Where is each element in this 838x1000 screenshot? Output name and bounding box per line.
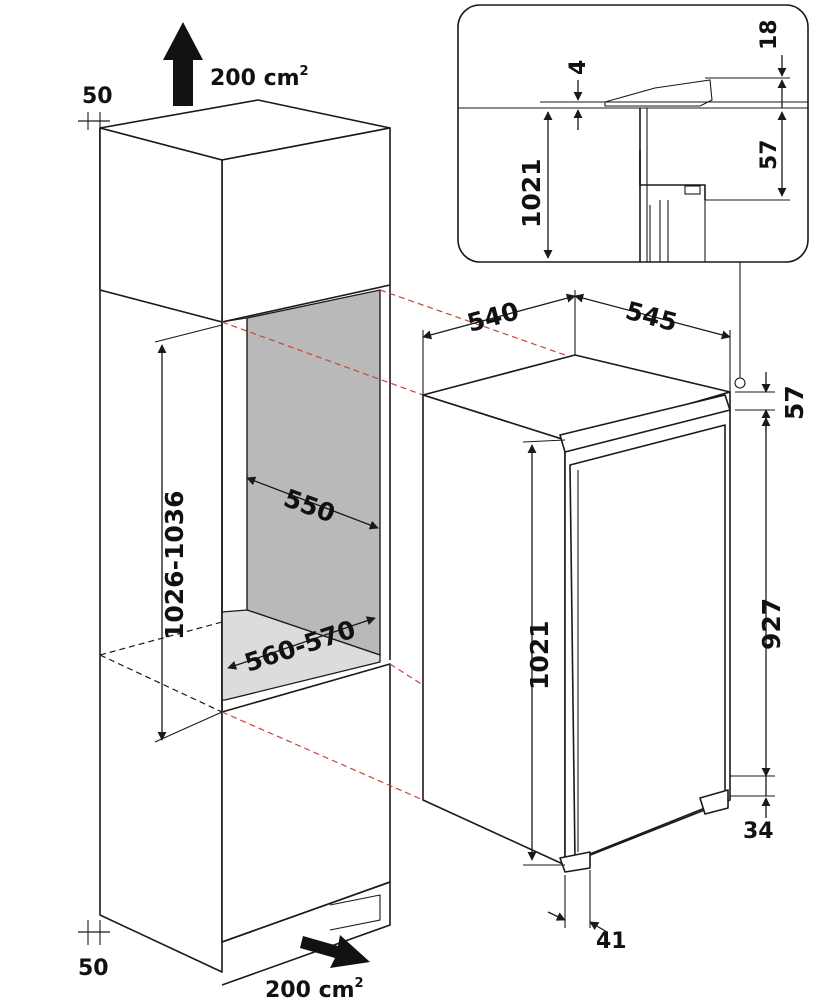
- appliance-foot-right: [699, 789, 729, 815]
- align-left-top: [221, 321, 424, 396]
- detail-label-gap: 4: [566, 60, 591, 75]
- cabinet-upper-side: [99, 127, 223, 323]
- niche-back: [246, 289, 381, 656]
- niche-inner-top: [221, 317, 248, 610]
- appliance-door: [569, 424, 726, 861]
- align-left-bottom: [221, 711, 424, 801]
- label-air-bottom: 200 cm2: [265, 976, 364, 1000]
- dim-appliance-width: [574, 293, 731, 340]
- cabinet-plinth: [221, 881, 391, 986]
- align-right-bottom: [389, 663, 424, 686]
- appliance-top-trim: [559, 394, 731, 453]
- appliance: [422, 354, 731, 873]
- cabinet-lower-front: [221, 663, 391, 943]
- alignment-lines: [221, 289, 566, 801]
- cabinet: [99, 99, 391, 986]
- detail-marker: [734, 377, 746, 389]
- label-gap-top: 50: [82, 84, 113, 109]
- plinth-recess: [329, 894, 381, 931]
- dim-appliance-depth: [422, 293, 576, 340]
- detail-frame: [457, 4, 809, 263]
- label-gap-bottom: 50: [78, 956, 109, 981]
- label-appliance-depth: 540: [464, 296, 522, 338]
- label-top-gap: 57: [780, 385, 809, 420]
- air-flow: [163, 22, 370, 968]
- labels: 200 cm2 200 cm2 50 50 1026-1036 550 560-…: [78, 19, 809, 1000]
- align-top: [379, 289, 566, 356]
- label-appliance-height: 1021: [525, 620, 554, 690]
- detail-label-height: 1021: [517, 158, 546, 228]
- label-foot-height: 34: [743, 819, 774, 844]
- appliance-foot-front: [559, 851, 591, 873]
- dimension-lines: [78, 112, 775, 945]
- detail-label-offset: 57: [757, 139, 782, 170]
- dim-niche-width: [246, 476, 379, 530]
- label-air-top: 200 cm2: [210, 64, 309, 91]
- detail-callout: [457, 4, 809, 263]
- arrow-diagonal-icon: [300, 935, 370, 968]
- detail-hinge: [604, 79, 713, 107]
- hidden-edge-3: [99, 654, 223, 713]
- label-foot-offset: 41: [596, 929, 627, 954]
- arrow-up-icon: [163, 22, 203, 106]
- dim-niche-depth: [227, 616, 376, 670]
- label-door-height: 927: [757, 598, 786, 650]
- label-niche-height: 1026-1036: [160, 490, 189, 640]
- detail-label-top: 18: [757, 19, 782, 50]
- hidden-edge-1: [99, 289, 223, 323]
- label-appliance-width: 545: [622, 296, 680, 338]
- dim-foot-offset: [589, 921, 608, 933]
